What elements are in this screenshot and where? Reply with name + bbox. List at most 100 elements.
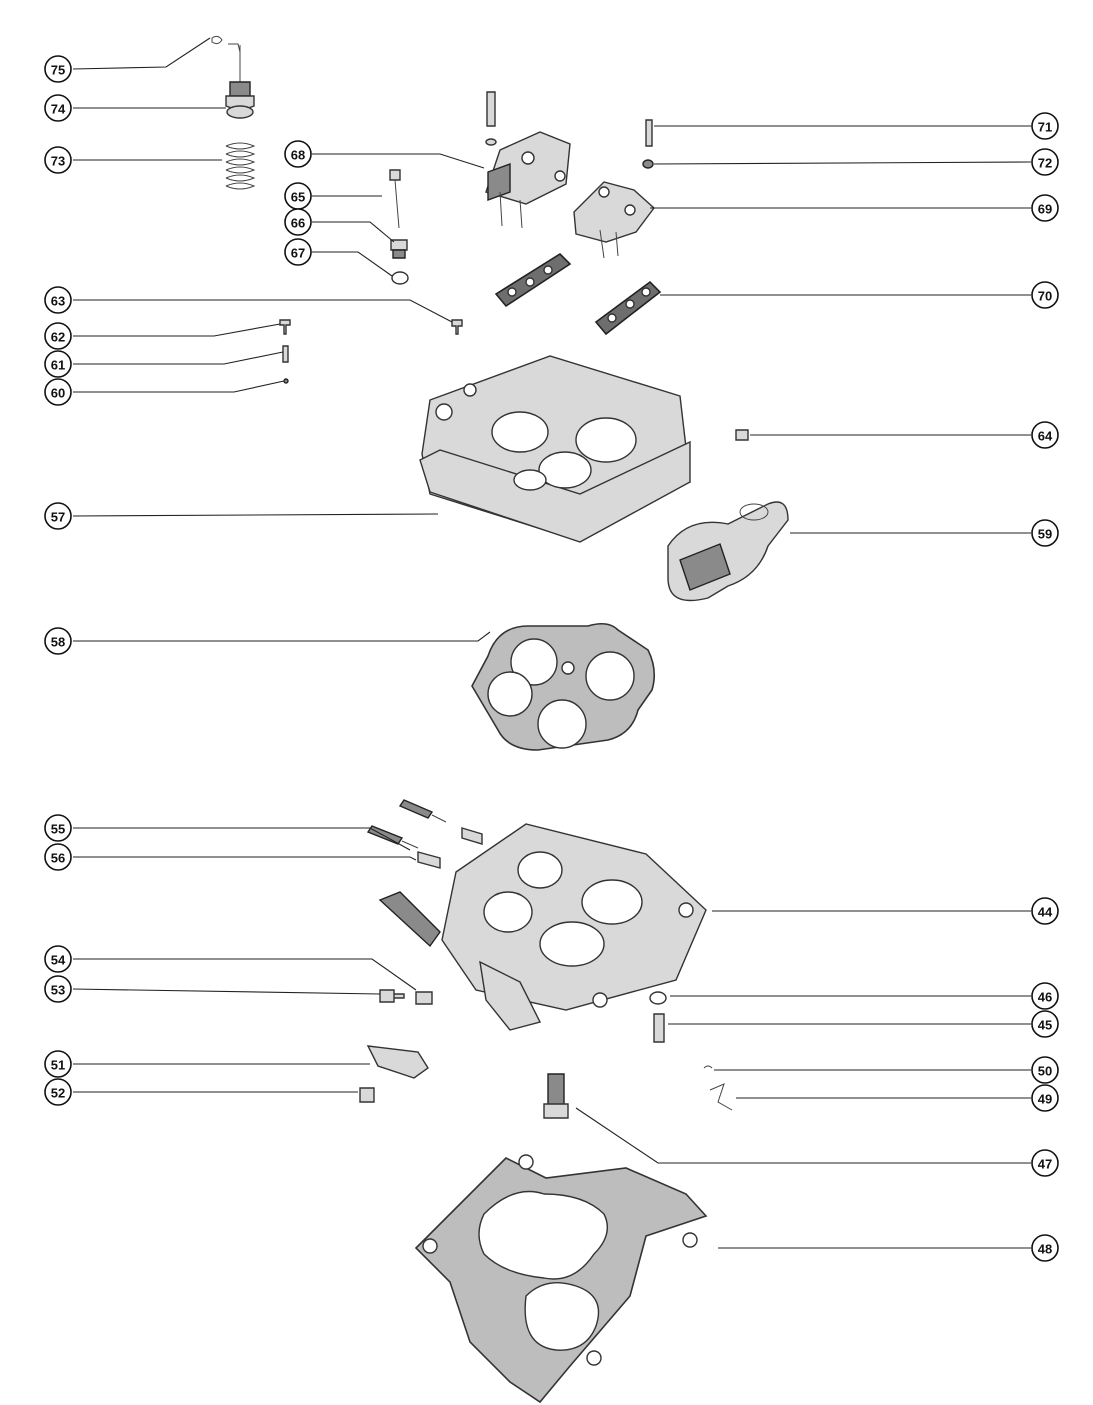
callout-number: 47 bbox=[1038, 1157, 1052, 1172]
callout-circle bbox=[44, 1078, 72, 1106]
callout-44: 44 bbox=[1031, 897, 1059, 925]
callout-62: 62 bbox=[44, 322, 72, 350]
callout-number: 56 bbox=[51, 851, 65, 866]
part-52-screw bbox=[359, 1087, 375, 1103]
part-71-screw bbox=[645, 119, 653, 147]
callout-68: 68 bbox=[284, 140, 312, 168]
callout-circle bbox=[1031, 982, 1059, 1010]
callout-circle bbox=[1031, 1010, 1059, 1038]
callout-circle bbox=[1031, 519, 1059, 547]
callout-number: 66 bbox=[291, 216, 305, 231]
callout-number: 64 bbox=[1038, 429, 1053, 444]
callout-69: 69 bbox=[1031, 194, 1059, 222]
callout-number: 57 bbox=[51, 510, 65, 525]
callout-number: 74 bbox=[51, 102, 66, 117]
part-51-bracket bbox=[366, 1045, 429, 1079]
callout-number: 62 bbox=[51, 330, 65, 345]
part-61-pin bbox=[282, 345, 289, 363]
part-58-body-gasket bbox=[471, 622, 656, 751]
callout-64: 64 bbox=[1031, 421, 1059, 449]
callout-58: 58 bbox=[44, 627, 72, 655]
part-49-clip bbox=[709, 1083, 733, 1111]
callout-circle bbox=[1031, 421, 1059, 449]
callout-circle bbox=[44, 94, 72, 122]
callout-46: 46 bbox=[1031, 982, 1059, 1010]
part-48-flange-gasket bbox=[414, 1154, 708, 1404]
callout-number: 51 bbox=[51, 1058, 65, 1073]
part-67-washer bbox=[391, 271, 409, 285]
callout-number: 50 bbox=[1038, 1064, 1052, 1079]
part-72-nut bbox=[642, 159, 654, 169]
callout-49: 49 bbox=[1031, 1084, 1059, 1112]
callout-circle bbox=[44, 322, 72, 350]
callout-72: 72 bbox=[1031, 148, 1059, 176]
callout-75: 75 bbox=[44, 55, 72, 83]
callout-circle bbox=[1031, 1149, 1059, 1177]
callout-57: 57 bbox=[44, 502, 72, 530]
part-54-bushing bbox=[415, 991, 433, 1005]
part-68-screw bbox=[485, 91, 497, 146]
callout-52: 52 bbox=[44, 1078, 72, 1106]
callout-circle bbox=[44, 627, 72, 655]
part-70-gaskets bbox=[494, 252, 662, 336]
callout-60: 60 bbox=[44, 378, 72, 406]
callout-66: 66 bbox=[284, 208, 312, 236]
part-59-float bbox=[667, 501, 789, 602]
callout-circle bbox=[1031, 1084, 1059, 1112]
callout-67: 67 bbox=[284, 238, 312, 266]
callout-55: 55 bbox=[44, 814, 72, 842]
callout-circle bbox=[44, 502, 72, 530]
callout-53: 53 bbox=[44, 975, 72, 1003]
callout-59: 59 bbox=[1031, 519, 1059, 547]
callout-circle bbox=[44, 1050, 72, 1078]
callout-circle bbox=[44, 814, 72, 842]
callout-61: 61 bbox=[44, 350, 72, 378]
callout-circle bbox=[44, 146, 72, 174]
callout-circle bbox=[284, 238, 312, 266]
callout-circle bbox=[284, 208, 312, 236]
callout-circle bbox=[1031, 148, 1059, 176]
part-74-power-piston bbox=[225, 45, 255, 119]
part-66-needle-seat bbox=[390, 239, 408, 259]
callout-74: 74 bbox=[44, 94, 72, 122]
callout-48: 48 bbox=[1031, 1234, 1059, 1262]
callout-circle bbox=[284, 140, 312, 168]
callout-circle bbox=[44, 378, 72, 406]
part-50-clip bbox=[703, 1065, 713, 1069]
callout-circle bbox=[44, 975, 72, 1003]
callout-number: 44 bbox=[1038, 905, 1053, 920]
callout-circle bbox=[44, 286, 72, 314]
callout-number: 58 bbox=[51, 635, 65, 650]
callout-number: 54 bbox=[51, 953, 66, 968]
callout-circle bbox=[44, 945, 72, 973]
callout-number: 73 bbox=[51, 154, 65, 169]
callout-number: 49 bbox=[1038, 1092, 1052, 1107]
callout-circle bbox=[1031, 897, 1059, 925]
callout-63: 63 bbox=[44, 286, 72, 314]
callout-number: 46 bbox=[1038, 990, 1052, 1005]
callout-71: 71 bbox=[1031, 112, 1059, 140]
part-56-idle-spring bbox=[417, 827, 483, 869]
callout-number: 70 bbox=[1038, 289, 1052, 304]
callout-65: 65 bbox=[284, 182, 312, 210]
callout-number: 71 bbox=[1038, 120, 1052, 135]
callout-number: 68 bbox=[291, 148, 305, 163]
callout-circle bbox=[44, 55, 72, 83]
callout-45: 45 bbox=[1031, 1010, 1059, 1038]
callout-circle bbox=[1031, 112, 1059, 140]
part-65-needle bbox=[389, 169, 401, 229]
part-75-clip bbox=[211, 35, 241, 53]
part-60-ball bbox=[283, 378, 289, 384]
leader-lines bbox=[72, 37, 1032, 1249]
callout-number: 59 bbox=[1038, 527, 1052, 542]
callout-56: 56 bbox=[44, 843, 72, 871]
callout-number: 55 bbox=[51, 822, 65, 837]
callout-73: 73 bbox=[44, 146, 72, 174]
callout-number: 72 bbox=[1038, 156, 1052, 171]
callout-number: 63 bbox=[51, 294, 65, 309]
part-73-spring bbox=[225, 142, 256, 190]
part-53-screw bbox=[379, 989, 405, 1003]
callout-circle bbox=[1031, 1056, 1059, 1084]
callout-number: 53 bbox=[51, 983, 65, 998]
